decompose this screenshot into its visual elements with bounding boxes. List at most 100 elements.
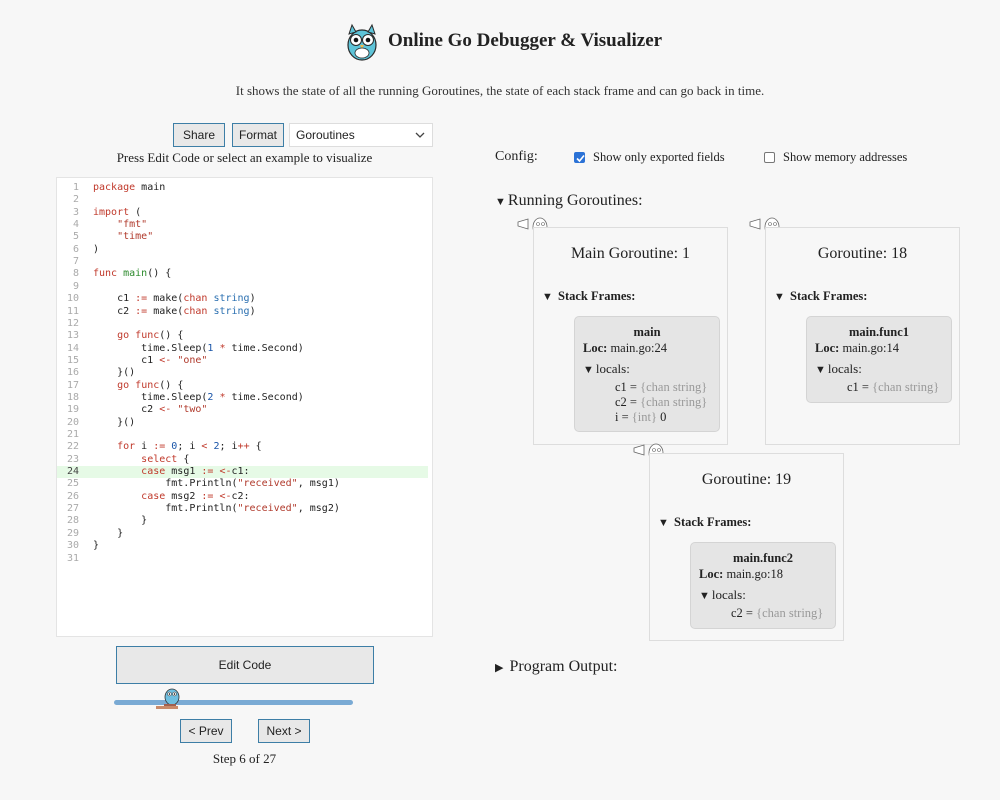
code-line: 22 for i := 0; i < 2; i++ { [57,441,428,453]
line-number: 6 [72,243,79,255]
locals-label: locals: [711,587,746,602]
code-text: ) [93,243,100,255]
show-addresses-label[interactable]: Show memory addresses [783,150,908,164]
running-goroutines-title: Running Goroutines: [507,192,643,209]
line-number: 1 [72,182,79,193]
step-slider-track[interactable] [114,700,353,705]
show-exported-checkbox[interactable] [574,152,585,163]
share-button[interactable]: Share [173,123,225,147]
local-variable: c1 = {chan string} [615,380,708,394]
line-number: 9 [72,280,79,292]
code-text: c1 <- "one" [93,354,208,366]
frame-location: Loc: main.go:24 [583,341,667,356]
line-number: 15 [66,354,79,366]
checkmark-icon [576,154,585,163]
program-output-toggle[interactable]: ▶ Program Output: [495,658,617,676]
code-text: c2 <- "two" [93,404,208,416]
stack-frame: main.func1 Loc: main.go:14 ▼locals: c1 =… [806,316,952,403]
gopher-owl-logo-icon [342,22,382,62]
line-number: 14 [66,342,79,354]
config-label: Config: [495,149,538,164]
loc-label: Loc: [583,341,608,355]
example-select-value: Goroutines [296,128,355,142]
code-text: for i := 0; i < 2; i++ { [117,441,262,453]
code-line: 13 go func() { [57,330,428,342]
stack-frames-toggle[interactable]: ▼ Stack Frames: [774,289,867,304]
code-line: 31 [57,553,428,565]
line-number: 16 [66,367,79,379]
stack-frames-label: Stack Frames: [558,289,636,303]
code-line: 29 } [57,528,428,540]
triangle-down-icon: ▼ [658,517,669,529]
code-text: c2 := make(chan string) [93,305,256,317]
goroutine-title: Goroutine: 18 [817,245,908,262]
locals-toggle[interactable]: ▼locals: [815,361,862,377]
line-number: 20 [66,416,79,428]
code-line: 14 time.Sleep(1 * time.Second) [57,343,428,355]
line-number: 11 [66,305,79,317]
line-number: 31 [66,552,79,564]
program-output-title: Program Output: [509,658,618,675]
edit-code-button[interactable]: Edit Code [116,646,374,684]
code-line: 23 select { [57,454,428,466]
example-select[interactable]: Goroutines [289,123,433,147]
stack-frames-toggle[interactable]: ▼ Stack Frames: [542,289,635,304]
loc-value: main.go:24 [610,341,668,355]
code-line: 17 go func() { [57,380,428,392]
next-step-button[interactable]: Next > [258,719,310,743]
goroutine-title: Main Goroutine: 1 [570,245,691,262]
frame-name: main.func2 [732,551,794,565]
frame-name: main.func1 [848,325,910,339]
code-line: 26 case msg2 := <-c2: [57,491,428,503]
running-goroutines-toggle[interactable]: ▼Running Goroutines: [495,192,643,210]
line-number: 24 [66,466,79,478]
line-number: 4 [72,219,79,231]
locals-toggle[interactable]: ▼locals: [699,587,746,603]
show-addresses-checkbox[interactable] [764,152,775,163]
local-variable: c2 = {chan string} [731,606,824,620]
triangle-down-icon: ▼ [583,364,594,376]
code-line: 16 }() [57,367,428,379]
loc-label: Loc: [815,341,840,355]
code-text: time.Sleep(2 * time.Second) [93,391,304,403]
local-variable: i = {int} 0 [615,410,667,424]
triangle-down-icon: ▼ [774,291,785,303]
locals-toggle[interactable]: ▼locals: [583,361,630,377]
code-line: 27 fmt.Println("received", msg2) [57,503,428,515]
show-exported-label[interactable]: Show only exported fields [593,150,725,164]
locals-label: locals: [595,361,630,376]
frame-location: Loc: main.go:18 [699,567,783,582]
code-line: 28 } [57,515,428,527]
prev-step-button[interactable]: < Prev [180,719,232,743]
stack-frames-label: Stack Frames: [674,515,752,529]
code-line: 7 [57,256,428,268]
goroutine-title: Goroutine: 19 [701,471,792,488]
chevron-down-icon [414,129,426,141]
code-line: 18 time.Sleep(2 * time.Second) [57,392,428,404]
code-line: 25 fmt.Println("received", msg1) [57,478,428,490]
gopher-slider-thumb-icon[interactable] [154,686,186,712]
locals-label: locals: [827,361,862,376]
line-number: 27 [66,503,79,515]
loc-label: Loc: [699,567,724,581]
stack-frame: main Loc: main.go:24 ▼locals: c1 = {chan… [574,316,720,432]
local-variable: c1 = {chan string} [847,380,940,394]
triangle-down-icon: ▼ [495,196,506,208]
code-line: 12 [57,318,428,330]
code-text: case msg1 := <-c1: [141,466,250,478]
code-line: 9 [57,281,428,293]
triangle-down-icon: ▼ [815,364,826,376]
line-number: 17 [66,379,79,391]
editor-hint: Press Edit Code or select an example to … [116,150,373,165]
line-number: 13 [66,330,79,342]
code-line: 11 c2 := make(chan string) [57,306,428,318]
code-text: time.Sleep(1 * time.Second) [93,342,304,354]
line-number: 23 [66,453,79,465]
format-button[interactable]: Format [232,123,284,147]
stack-frames-toggle[interactable]: ▼ Stack Frames: [658,515,751,530]
code-text: go func() { [117,379,184,391]
